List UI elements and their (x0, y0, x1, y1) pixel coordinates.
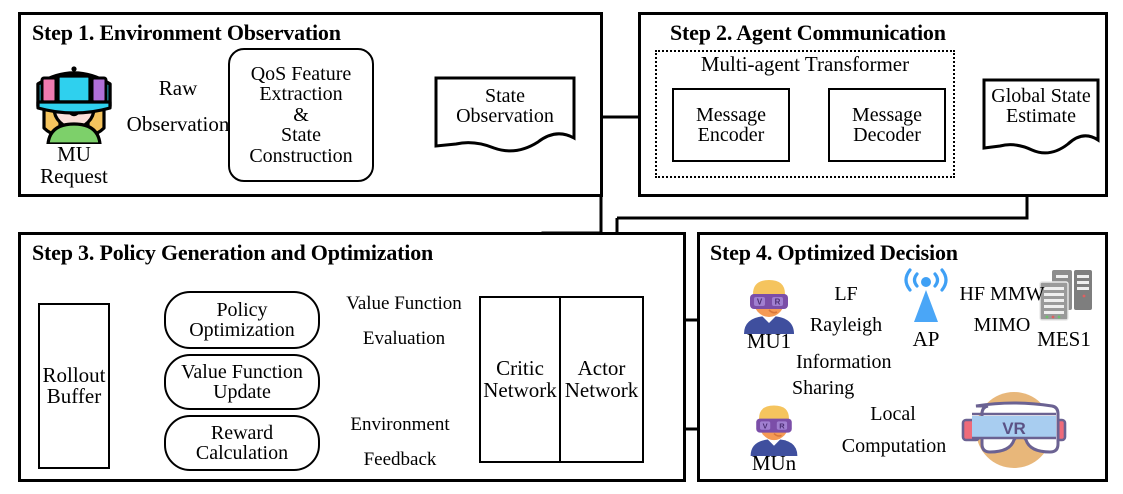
rollout-buffer-box: Rollout Buffer (38, 303, 110, 469)
vr-headset-icon: VR (958, 382, 1070, 482)
localcomp-line1: Local (870, 403, 916, 425)
value-line2: Update (213, 381, 271, 403)
ap-label: AP (912, 327, 940, 351)
raw-observation-line1: Raw (158, 76, 198, 100)
lf-rayleigh-label: LF (800, 284, 892, 305)
hf-line1: HF MMW (959, 283, 1045, 305)
policy-optimization-box: Policy Optimization (164, 291, 320, 349)
policy-line2: Optimization (189, 319, 295, 341)
mu-request-caption: MU Request (24, 142, 124, 188)
vfe-line1: Value Function (346, 293, 462, 314)
mu1-label: MU1 (746, 329, 792, 353)
envfb-line2: Feedback (363, 449, 437, 470)
value-line1: Value Function (181, 360, 303, 383)
value-function-evaluation-label: Value Function (326, 294, 482, 314)
rollout-line2: Buffer (46, 384, 102, 408)
decoder-line1: Message (852, 103, 922, 126)
reward-line2: Calculation (195, 442, 289, 464)
qos-line1: QoS Feature (250, 63, 352, 86)
global-state-line2: Estimate (1006, 105, 1076, 128)
reward-line1: Reward (210, 421, 274, 444)
qos-line3: & (293, 103, 309, 126)
state-obs-line2: Observation (456, 105, 554, 128)
state-obs-line1: State (485, 85, 525, 107)
svg-text:V: V (763, 421, 768, 430)
critic-network-box: Critic Network (479, 296, 561, 463)
server-rack-icon (1032, 266, 1096, 328)
step4-title: Step 4. Optimized Decision (710, 240, 958, 265)
environment-feedback-label: Environment (322, 415, 478, 435)
step3-title: Step 3. Policy Generation and Optimizati… (32, 240, 434, 265)
state-observation-text: State Observation (434, 86, 576, 127)
infoshare-line2: Sharing (792, 377, 855, 399)
mu-request-line1: MU (57, 142, 91, 166)
hf-mmw-label: HF MMW (952, 284, 1052, 305)
vr-user-avatar-icon (24, 52, 124, 144)
environment-feedback-label2: Feedback (322, 450, 478, 470)
local-computation-label2: Computation (818, 436, 970, 457)
svg-text:VR: VR (1002, 419, 1026, 438)
mu1-vr-user-head-icon: V R (738, 272, 800, 334)
multi-agent-transformer-label: Multi-agent Transformer (700, 52, 910, 76)
localcomp-line2: Computation (841, 435, 947, 457)
qos-line2: Extraction (259, 83, 343, 106)
step1-title: Step 1. Environment Observation (32, 20, 341, 45)
mun-label: MUn (751, 451, 797, 475)
actor-line1: Actor (577, 356, 626, 381)
reward-calculation-box: Reward Calculation (164, 415, 320, 471)
global-state-estimate-doc: Global State Estimate (982, 78, 1100, 162)
hf-mmw-label2: MIMO (952, 315, 1052, 336)
actor-network-box: Actor Network (559, 296, 644, 463)
information-sharing-label: Information (796, 352, 918, 373)
critic-line2: Network (483, 377, 557, 402)
encoder-line2: Encoder (697, 124, 765, 146)
global-state-text: Global State Estimate (982, 86, 1100, 127)
lf-rayleigh-label2: Rayleigh (796, 315, 896, 336)
svg-text:R: R (775, 298, 781, 307)
lf-line2: Rayleigh (809, 314, 883, 336)
vfe-line2: Evaluation (362, 328, 446, 349)
mu-request-line2: Request (40, 163, 108, 188)
rollout-line1: Rollout (42, 362, 106, 387)
mun-vr-user-head-icon: V R (745, 398, 803, 456)
lf-line1: LF (834, 283, 858, 305)
value-function-update-box: Value Function Update (164, 354, 320, 410)
step2-title: Step 2. Agent Communication (670, 20, 946, 45)
hf-line2: MIMO (973, 314, 1031, 336)
raw-observation-line2: Observation (126, 112, 230, 136)
decoder-line2: Decoder (853, 124, 921, 146)
svg-text:R: R (779, 421, 785, 430)
global-state-line1: Global State (991, 85, 1091, 107)
policy-line1: Policy (216, 298, 268, 321)
critic-line1: Critic (496, 356, 544, 381)
qos-line5: Construction (249, 144, 353, 167)
state-observation-doc: State Observation (434, 76, 576, 160)
actor-line2: Network (564, 377, 639, 402)
message-encoder-box: Message Encoder (672, 88, 790, 162)
local-computation-label: Local (828, 404, 958, 425)
qos-feature-extraction-box: QoS Feature Extraction & State Construct… (228, 48, 374, 182)
infoshare-line1: Information (796, 351, 892, 373)
raw-observation-label: Raw (126, 76, 230, 100)
value-function-evaluation-label2: Evaluation (326, 329, 482, 349)
wireless-access-point-icon (896, 266, 956, 328)
information-sharing-label2: Sharing (792, 378, 914, 399)
envfb-line1: Environment (350, 414, 450, 435)
mes1-label: MES1 (1037, 327, 1091, 351)
qos-line4: State (281, 124, 321, 147)
encoder-line1: Message (696, 103, 766, 126)
raw-observation-label2: Observation (120, 112, 236, 136)
multi-agent-transformer-group (655, 50, 955, 178)
message-decoder-box: Message Decoder (828, 88, 946, 162)
svg-text:V: V (757, 298, 763, 307)
